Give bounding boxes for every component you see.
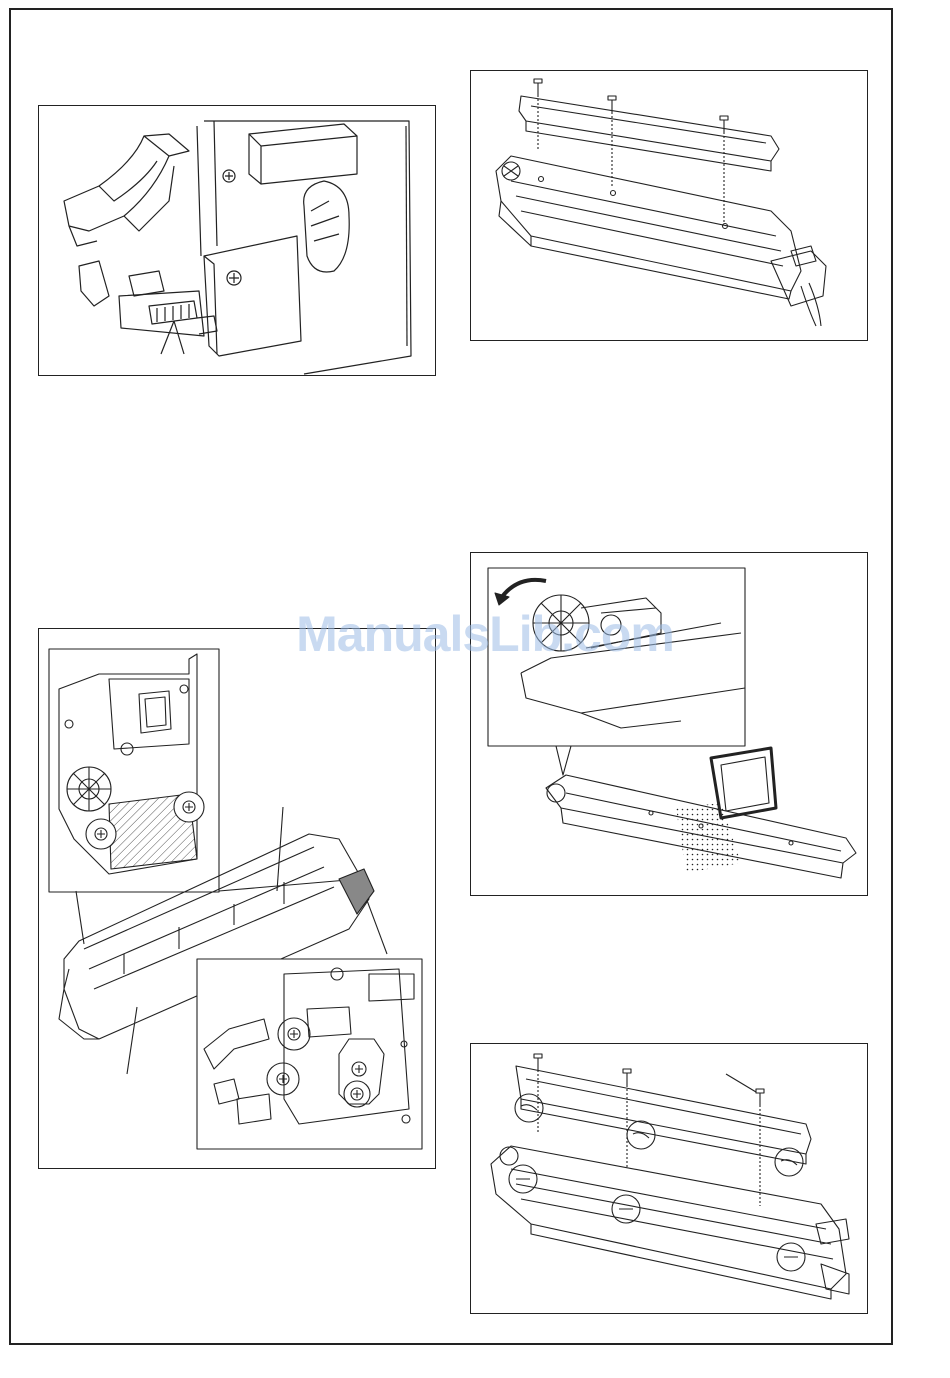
cover-removal-illustration — [471, 71, 868, 341]
figure-side-screws — [38, 628, 436, 1169]
toner-pour-illustration — [471, 553, 868, 896]
figure-toner-pour — [470, 552, 868, 896]
cover-install-illustration — [471, 1044, 868, 1314]
figure-cover-install — [470, 1043, 868, 1314]
figure-cover-removal — [470, 70, 868, 341]
connector-release-illustration — [39, 106, 436, 376]
figure-connector-release — [38, 105, 436, 376]
side-screws-illustration — [39, 629, 436, 1169]
